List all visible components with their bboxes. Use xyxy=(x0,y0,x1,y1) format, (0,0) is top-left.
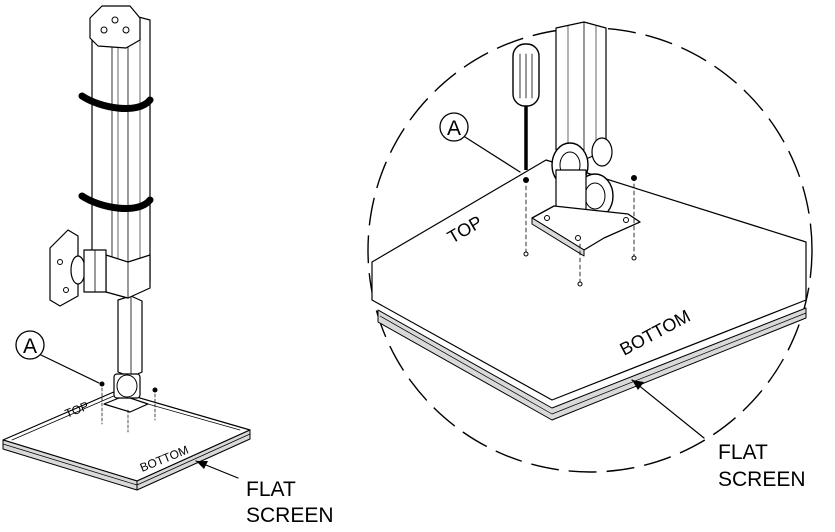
detail-bracket xyxy=(531,205,641,257)
flat-screen-panel xyxy=(2,390,251,491)
left-screen-label: SCREEN xyxy=(246,504,334,527)
cable-ties xyxy=(78,92,154,212)
svg-text:A: A xyxy=(447,117,461,140)
left-flat-label: FLAT xyxy=(246,478,296,501)
left-overall-view: A TOP BOTTOM FLAT SCREEN xyxy=(2,5,334,527)
detail-flat-screen-leader xyxy=(631,379,705,439)
detail-screws xyxy=(523,175,637,287)
callout-a-detail: A xyxy=(439,112,521,173)
pole-lower xyxy=(117,295,143,378)
base-bracket xyxy=(99,373,158,433)
callout-a-left: A xyxy=(15,330,100,384)
detail-screen-label: SCREEN xyxy=(718,468,806,491)
detail-flat-label: FLAT xyxy=(718,441,768,464)
svg-text:A: A xyxy=(23,335,37,358)
detail-flat-screen xyxy=(371,159,807,421)
detail-hinge xyxy=(551,137,614,219)
screwdriver-icon xyxy=(512,43,540,170)
pole-upper xyxy=(89,5,151,299)
wall-plate xyxy=(49,229,107,307)
detail-view: A TOP BOTTOM FLAT SCREEN xyxy=(367,21,813,491)
left-flat-screen-leader xyxy=(195,460,239,479)
